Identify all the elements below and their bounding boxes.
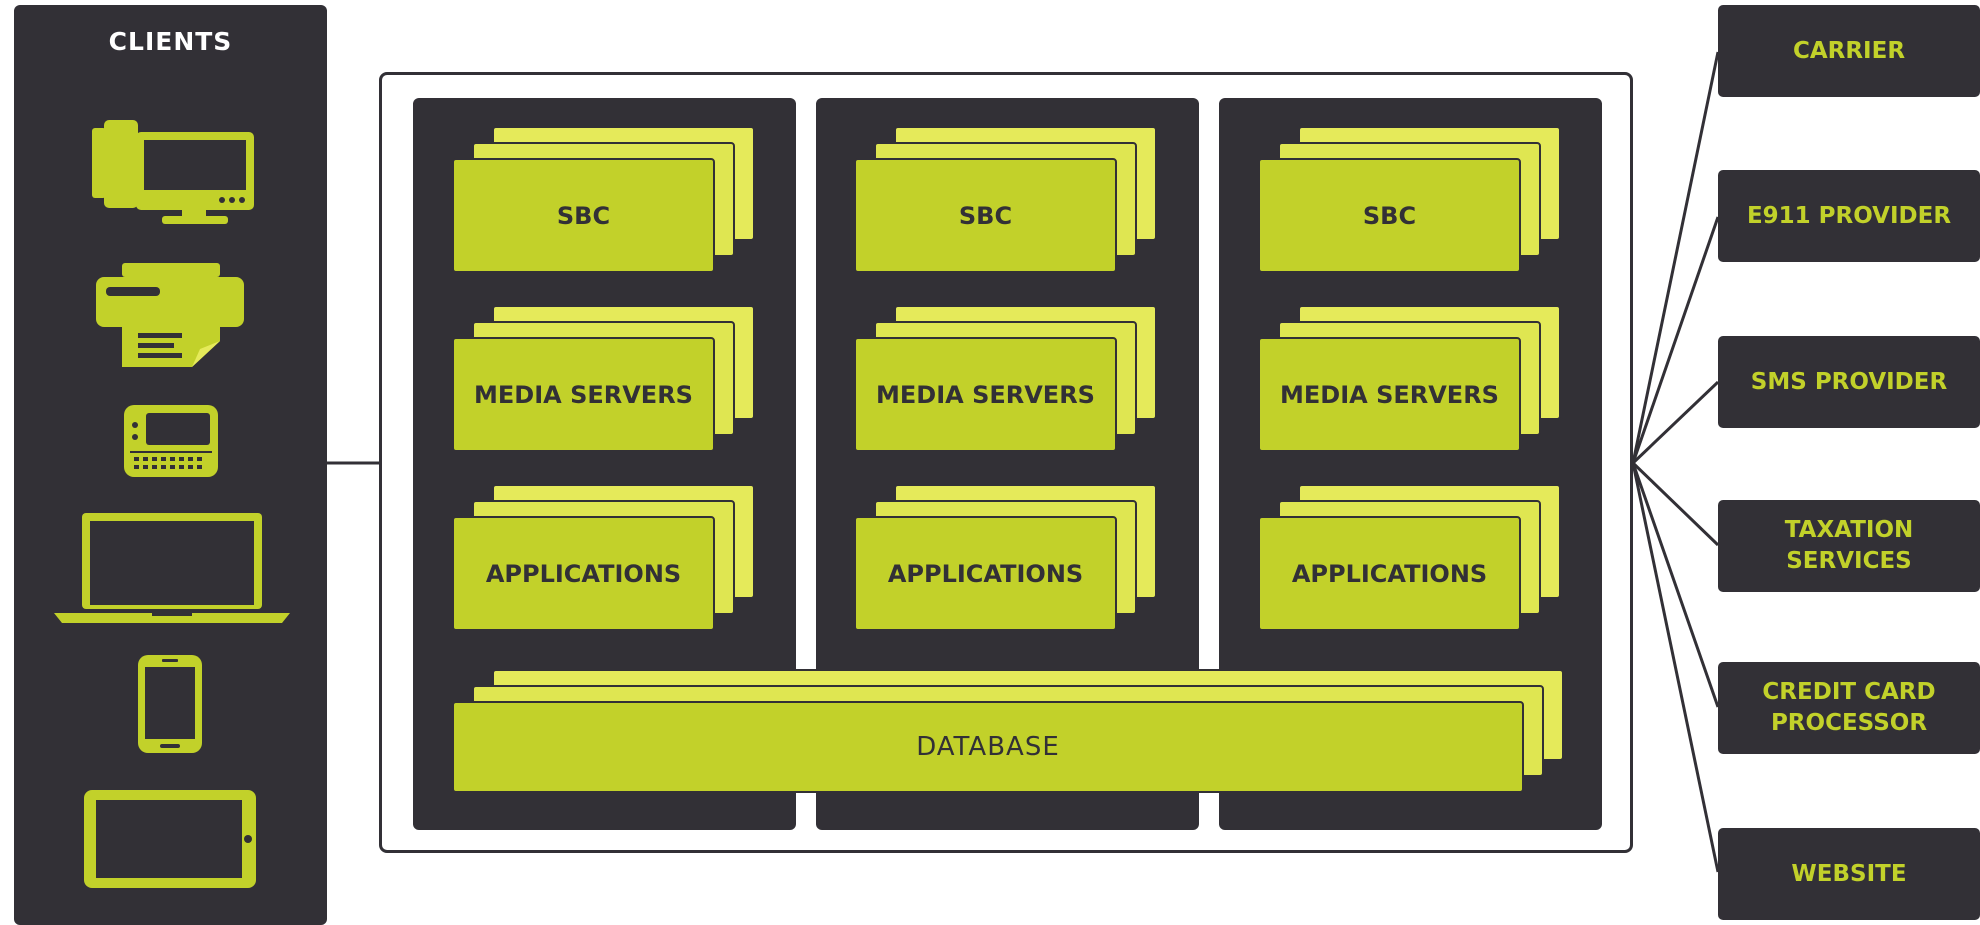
carrier-box: CARRIER xyxy=(1718,5,1980,97)
database-label: DATABASE xyxy=(452,701,1524,793)
clients-title: CLIENTS xyxy=(108,27,233,56)
server-column-1: SBC MEDIA SERVERS APPLICATIONS xyxy=(413,98,796,830)
feature-phone-icon xyxy=(124,405,218,477)
server-column-3: SBC MEDIA SERVERS APPLICATIONS xyxy=(1219,98,1602,830)
sbc-label: SBC xyxy=(1258,158,1521,273)
applications-label: APPLICATIONS xyxy=(452,516,715,631)
applications-stack: APPLICATIONS xyxy=(1258,484,1562,631)
sbc-stack: SBC xyxy=(1258,126,1562,273)
sbc-stack: SBC xyxy=(854,126,1158,273)
sbc-label: SBC xyxy=(452,158,715,273)
connector-taxation xyxy=(1631,461,1720,547)
printer-fax-icon xyxy=(96,263,244,367)
media-servers-stack: MEDIA SERVERS xyxy=(854,305,1158,452)
media-servers-stack: MEDIA SERVERS xyxy=(1258,305,1562,452)
e911-provider-box: E911 PROVIDER xyxy=(1718,170,1980,262)
applications-stack: APPLICATIONS xyxy=(452,484,756,631)
connector-credit-card xyxy=(1631,462,1720,708)
clients-panel: CLIENTS xyxy=(14,5,327,925)
connector-sms xyxy=(1631,380,1720,465)
laptop-icon xyxy=(54,513,290,623)
connector-e911 xyxy=(1631,216,1720,464)
desktop-phone-icon xyxy=(92,120,254,224)
applications-label: APPLICATIONS xyxy=(1258,516,1521,631)
media-servers-label: MEDIA SERVERS xyxy=(452,337,715,452)
platform-frame xyxy=(379,72,1633,853)
media-servers-label: MEDIA SERVERS xyxy=(854,337,1117,452)
applications-stack: APPLICATIONS xyxy=(854,484,1158,631)
sbc-stack: SBC xyxy=(452,126,756,273)
tablet-icon xyxy=(84,790,256,888)
database-stack: DATABASE xyxy=(452,669,1565,793)
media-servers-stack: MEDIA SERVERS xyxy=(452,305,756,452)
connector-carrier xyxy=(1631,51,1720,464)
smartphone-icon xyxy=(138,655,202,753)
credit-card-processor-box: CREDIT CARD PROCESSOR xyxy=(1718,662,1980,754)
taxation-services-box: TAXATION SERVICES xyxy=(1718,500,1980,592)
applications-label: APPLICATIONS xyxy=(854,516,1117,631)
media-servers-label: MEDIA SERVERS xyxy=(1258,337,1521,452)
website-box: WEBSITE xyxy=(1718,828,1980,920)
sbc-label: SBC xyxy=(854,158,1117,273)
sms-provider-box: SMS PROVIDER xyxy=(1718,336,1980,428)
connector-website xyxy=(1631,462,1720,873)
